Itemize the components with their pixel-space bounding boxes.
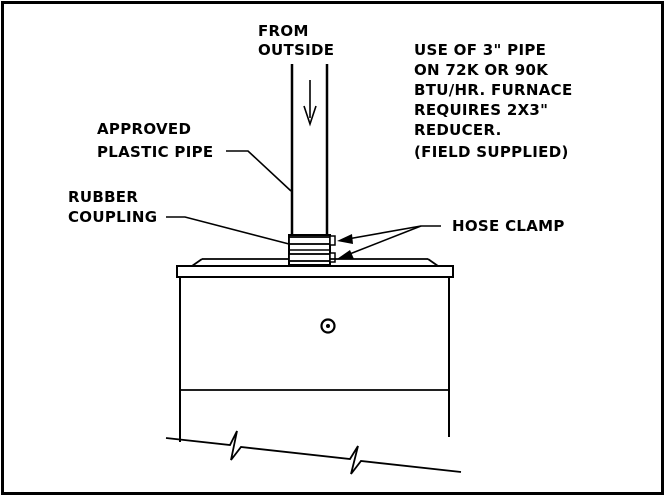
upper-hose-clamp — [288, 235, 336, 246]
note-line-2: ON 72K OR 90K — [414, 61, 549, 79]
note-line-6: (FIELD SUPPLIED) — [414, 143, 569, 161]
flow-arrow-icon — [303, 80, 317, 127]
rubber-coupling-label-line2: COUPLING — [68, 208, 157, 226]
note-line-1: USE OF 3" PIPE — [414, 41, 546, 59]
approved-pipe-label-line1: APPROVED — [97, 120, 191, 138]
rubber-coupling-leader — [166, 216, 290, 245]
hose-clamp-leaders — [337, 225, 441, 259]
break-line — [165, 430, 462, 475]
rubber-coupling-label-line1: RUBBER — [68, 188, 138, 206]
hose-clamp-label: HOSE CLAMP — [452, 217, 565, 235]
furnace-top-cap — [176, 258, 454, 278]
lower-hose-clamp — [288, 252, 336, 263]
approved-pipe-label-line2: PLASTIC PIPE — [97, 143, 213, 161]
note-line-4: REQUIRES 2X3" — [414, 101, 548, 119]
furnace-cabinet — [179, 277, 450, 442]
from-outside-label-line1: FROM — [258, 22, 309, 40]
note-line-3: BTU/HR. FURNACE — [414, 81, 573, 99]
from-outside-label-line2: OUTSIDE — [258, 41, 334, 59]
cabinet-knob-icon — [320, 318, 336, 334]
note-line-5: REDUCER. — [414, 121, 502, 139]
approved-pipe-leader — [226, 150, 292, 192]
